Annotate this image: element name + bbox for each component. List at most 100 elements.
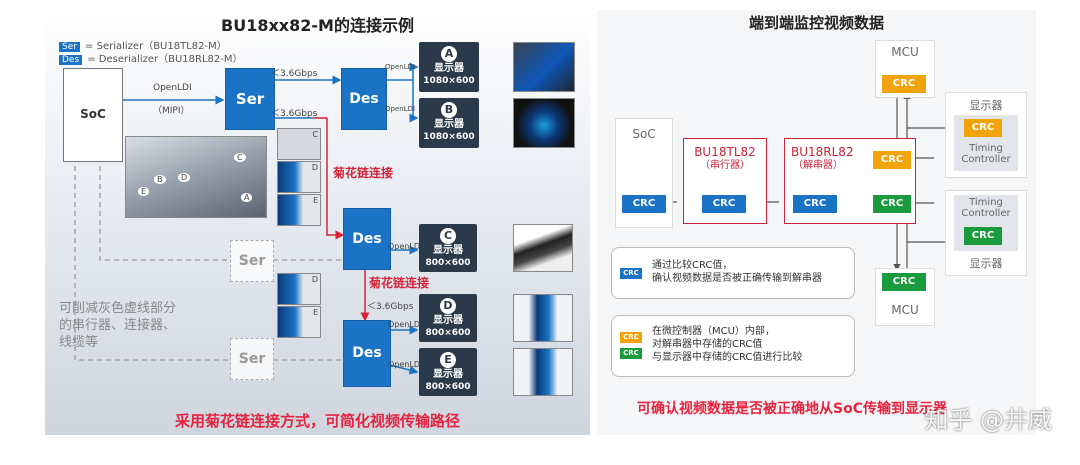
mcu-top: MCU CRC xyxy=(875,40,935,98)
legend1-line1: 通过比较CRC值， xyxy=(652,260,733,271)
display-c-badge: C xyxy=(440,228,456,244)
timing-top-line2: Controller xyxy=(961,154,1011,165)
seat-tag-c: C xyxy=(234,153,246,162)
display-a-photo xyxy=(513,42,575,92)
seat-tag-b: B xyxy=(154,175,166,184)
deserializer-box-2: Des xyxy=(343,208,391,270)
ser-tag: Ser xyxy=(59,42,80,52)
timing-controller-bottom: Timing Controller CRC xyxy=(954,195,1018,251)
display-d-res: 800×600 xyxy=(425,328,471,338)
display-b-badge: B xyxy=(441,102,457,118)
display-e-label: 显示器 xyxy=(433,369,463,380)
thumb-e: E xyxy=(277,194,321,226)
thumb-e-lower-tag: E xyxy=(312,308,318,317)
thumb-c: C xyxy=(277,128,321,160)
serializer-box: Ser xyxy=(225,68,275,130)
legend1-crc-tag: CRC xyxy=(620,268,642,279)
daisy-chain-label-1: 菊花链连接 xyxy=(333,166,394,180)
mcu-top-label: MCU xyxy=(891,45,919,59)
soc-chip: SoC xyxy=(63,68,123,162)
ser-legend-text: = Serializer（BU18TL82-M） xyxy=(85,41,227,52)
grey-note: 可削减灰色虚线部分 的串行器、连接器、 线缆等 xyxy=(59,300,176,351)
legend-serializer: Ser = Serializer（BU18TL82-M） xyxy=(59,34,227,53)
display-e: E 显示器 800×600 xyxy=(419,348,477,396)
thumb-d-lower-tag: D xyxy=(311,275,318,284)
deserializer-crc-blue: CRC xyxy=(793,195,837,213)
display-a-badge: A xyxy=(441,46,457,62)
panel-title-right: 端到端监控视频数据 xyxy=(748,14,884,32)
legend1-line2: 确认视频数据是否被正确传输到解串器 xyxy=(652,273,822,284)
display-b-label: 显示器 xyxy=(434,119,464,130)
legend-card-compare: CRC 通过比较CRC值， 确认视频数据是否被正确传输到解串器 xyxy=(611,247,855,299)
display-d-photo xyxy=(513,294,573,342)
deserializer-crc-green: CRC xyxy=(873,195,911,213)
thumb-c-tag: C xyxy=(312,130,318,139)
display-a-label: 显示器 xyxy=(434,63,464,74)
display-c: C 显示器 800×600 xyxy=(419,224,477,272)
left-summary: 采用菊花链连接方式，可简化视频传输路径 xyxy=(174,412,460,430)
display-b-res: 1080×600 xyxy=(423,132,475,142)
display-e-photo xyxy=(513,348,573,396)
right-summary: 可确认视频数据是否被正确地从SoC传输到显示器 xyxy=(637,401,947,417)
right-soc: SoC CRC xyxy=(615,118,673,228)
legend2-crc-green: CRC xyxy=(620,348,642,359)
display-bottom: Timing Controller CRC 显示器 xyxy=(945,190,1027,276)
legend2-line2: 对解串器中存储的CRC值 xyxy=(652,339,763,350)
soc-label: SoC xyxy=(80,107,106,121)
serializer-name: BU18TL82 xyxy=(694,145,756,159)
soc-crc: CRC xyxy=(622,195,666,213)
seat-tag-e: E xyxy=(138,187,150,196)
display-top-crc: CRC xyxy=(964,119,1002,137)
serializer-role: （串行器） xyxy=(700,160,750,171)
display-d-label: 显示器 xyxy=(433,315,463,326)
timing-bottom-line2: Controller xyxy=(961,208,1011,219)
display-e-res: 800×600 xyxy=(425,382,471,392)
display-a: A 显示器 1080×600 xyxy=(419,42,479,92)
seat-tag-d: D xyxy=(178,173,191,182)
mcu-bottom-crc: CRC xyxy=(882,273,926,291)
legend-card-mcu: CRC CRC 在微控制器（MCU）内部， 对解串器中存储的CRC值 与显示器中… xyxy=(611,315,855,377)
openldi-label: OpenLDI xyxy=(153,83,192,93)
watermark: 知乎 @井威 xyxy=(924,406,1052,434)
thumb-d: D xyxy=(277,161,321,193)
thumb-e-tag: E xyxy=(312,196,318,205)
openldi-label-d: OpenLDI xyxy=(388,320,423,329)
timing-bottom-text: Timing Controller xyxy=(954,197,1018,219)
deserializer-chip: BU18RL82 （解串器） CRC CRC CRC xyxy=(784,138,916,224)
legend1-text: 通过比较CRC值， 确认视频数据是否被正确传输到解串器 xyxy=(652,259,822,285)
serializer-chip: BU18TL82 （串行器） CRC xyxy=(683,138,767,224)
display-d: D 显示器 800×600 xyxy=(419,294,477,342)
openldi-label-e: OpenLDI xyxy=(388,360,423,369)
mcu-bottom-label: MCU xyxy=(891,303,919,317)
openldi-label-a: OpenLDI xyxy=(385,63,416,71)
panel-title: BU18xx82-M的连接示例 xyxy=(221,16,414,35)
display-b: B 显示器 1080×600 xyxy=(419,98,479,148)
mipi-label: （MIPI） xyxy=(153,106,190,116)
timing-top-text: Timing Controller xyxy=(954,143,1018,165)
deserializer-box-1: Des xyxy=(341,68,387,130)
legend2-text: 在微控制器（MCU）内部， 对解串器中存储的CRC值 与显示器中存储的CRC值进… xyxy=(652,325,802,364)
display-c-res: 800×600 xyxy=(425,258,471,268)
mcu-bottom: CRC MCU xyxy=(875,268,935,326)
speed-label-1: ＜3.6Gbps xyxy=(271,69,318,79)
deserializer-name: BU18RL82 xyxy=(791,145,854,159)
daisy-chain-label-2: 菊花链连接 xyxy=(369,276,430,290)
crc-monitor-panel: 端到端监控视频数据 SoC CRC BU18TL82 （串行器） CRC BU1… xyxy=(597,10,1036,435)
seat-tag-a: A xyxy=(241,193,253,202)
speed-label-3: ＜3.6Gbps xyxy=(367,302,414,312)
display-bottom-label: 显示器 xyxy=(969,257,1003,270)
openldi-label-b: OpenLDI xyxy=(385,105,416,113)
car-interior-photo: E B D C A xyxy=(125,136,267,218)
legend2-line3: 与显示器中存储的CRC值进行比较 xyxy=(652,352,803,363)
grey-note-line-1: 可削减灰色虚线部分 xyxy=(59,301,177,316)
display-b-photo xyxy=(513,98,575,148)
mcu-top-crc: CRC xyxy=(882,75,926,93)
display-top-label: 显示器 xyxy=(969,99,1003,112)
legend2-crc-orange: CRC xyxy=(620,332,642,343)
thumb-d-lower: D xyxy=(277,273,321,305)
serializer-crc: CRC xyxy=(702,195,746,213)
display-a-res: 1080×600 xyxy=(423,76,475,86)
grey-note-line-3: 线缆等 xyxy=(59,335,99,350)
legend-deserializer: Des = Deserializer（BU18RL82-M） xyxy=(59,47,243,66)
openldi-label-c: OpenLDI xyxy=(388,242,423,251)
